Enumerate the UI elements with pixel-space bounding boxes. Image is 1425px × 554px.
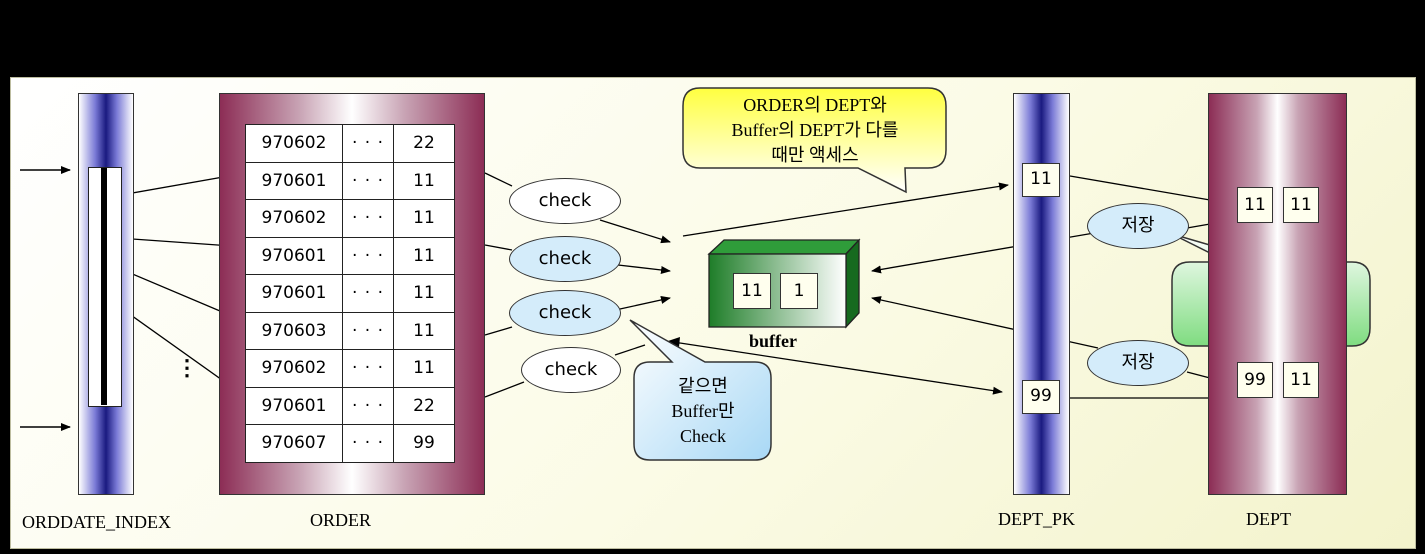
callout-top-text: ORDER의 DEPT와 Buffer의 DEPT가 다를 때만 액세스 xyxy=(690,93,940,168)
dept-pk-cell-11: 11 xyxy=(1022,163,1060,197)
order-ellipsis-cell: · · · xyxy=(342,386,394,425)
order-row: 970601· · ·11 xyxy=(245,274,455,313)
label-dept-pk: DEPT_PK xyxy=(998,509,1076,529)
order-ellipsis-cell: · · · xyxy=(342,161,394,200)
check-label: check xyxy=(538,302,592,323)
save-ellipse-top: 저장 xyxy=(1087,203,1189,249)
order-dept-cell: 99 xyxy=(393,424,455,463)
order-ellipsis-cell: · · · xyxy=(342,199,394,238)
order-dept-cell: 11 xyxy=(393,349,455,388)
save-label: 저장 xyxy=(1121,215,1155,236)
order-row: 970601· · ·22 xyxy=(245,386,455,425)
order-ellipsis-cell: · · · xyxy=(342,124,394,163)
check-ellipse-1: check xyxy=(509,178,621,224)
order-date-cell: 970602 xyxy=(245,124,343,163)
save-ellipse-bottom: 저장 xyxy=(1087,340,1189,386)
buffer-cell-count: 1 xyxy=(780,273,818,309)
callout-middle-line: Check xyxy=(680,426,726,446)
order-date-cell: 970602 xyxy=(245,199,343,238)
order-dept-cell: 22 xyxy=(393,124,455,163)
order-row: 970602· · ·22 xyxy=(245,124,455,163)
order-date-cell: 970603 xyxy=(245,311,343,350)
callout-top-line: ORDER의 DEPT와 xyxy=(743,95,887,115)
order-ellipsis-cell: · · · xyxy=(342,236,394,275)
dept-cell-r2c1: 99 xyxy=(1237,362,1273,398)
dept-pk-bar xyxy=(1013,93,1070,495)
callout-middle-line: 같으면 xyxy=(678,376,728,396)
order-row: 970601· · ·11 xyxy=(245,236,455,275)
check-ellipse-2: check xyxy=(509,236,621,282)
dept-cell-r1c2: 11 xyxy=(1283,187,1319,223)
dept-table-frame xyxy=(1208,93,1347,495)
save-label: 저장 xyxy=(1121,352,1155,373)
order-date-cell: 970601 xyxy=(245,386,343,425)
order-dept-cell: 22 xyxy=(393,386,455,425)
dept-pk-cell-99: 99 xyxy=(1022,380,1060,414)
index-range-bar xyxy=(101,168,107,405)
order-row: 970602· · ·11 xyxy=(245,199,455,238)
order-row: 970602· · ·11 xyxy=(245,349,455,388)
order-dept-cell: 11 xyxy=(393,161,455,200)
check-label: check xyxy=(538,248,592,269)
check-label: check xyxy=(544,359,598,380)
check-ellipse-4: check xyxy=(521,347,621,393)
dept-cell-r2c2: 11 xyxy=(1283,362,1319,398)
order-date-cell: 970601 xyxy=(245,236,343,275)
buffer-label: buffer xyxy=(749,331,797,351)
order-dept-cell: 11 xyxy=(393,199,455,238)
order-dept-cell: 11 xyxy=(393,311,455,350)
order-ellipsis-cell: · · · xyxy=(342,424,394,463)
order-date-cell: 970602 xyxy=(245,349,343,388)
label-orddate-index: ORDDATE_INDEX xyxy=(22,512,171,532)
order-row: 970603· · ·11 xyxy=(245,311,455,350)
buffer-cell-dept: 11 xyxy=(733,273,771,309)
order-date-cell: 970601 xyxy=(245,161,343,200)
order-dept-cell: 11 xyxy=(393,236,455,275)
label-order: ORDER xyxy=(310,510,372,530)
callout-top-line: 때만 액세스 xyxy=(771,145,859,165)
order-row: 970607· · ·99 xyxy=(245,424,455,463)
order-date-cell: 970607 xyxy=(245,424,343,463)
order-ellipsis-cell: · · · xyxy=(342,349,394,388)
vertical-dots: ⋮ xyxy=(176,355,198,380)
order-ellipsis-cell: · · · xyxy=(342,311,394,350)
order-date-cell: 970601 xyxy=(245,274,343,313)
dept-cell-r1c1: 11 xyxy=(1237,187,1273,223)
order-dept-cell: 11 xyxy=(393,274,455,313)
callout-middle-text: 같으면 Buffer만 Check xyxy=(636,374,770,449)
check-label: check xyxy=(538,190,592,211)
callout-top-line: Buffer의 DEPT가 다를 xyxy=(731,120,899,140)
label-dept: DEPT xyxy=(1246,509,1291,529)
check-ellipse-3: check xyxy=(509,290,621,336)
callout-middle-line: Buffer만 xyxy=(671,401,735,421)
order-ellipsis-cell: · · · xyxy=(342,274,394,313)
order-row: 970601· · ·11 xyxy=(245,161,455,200)
